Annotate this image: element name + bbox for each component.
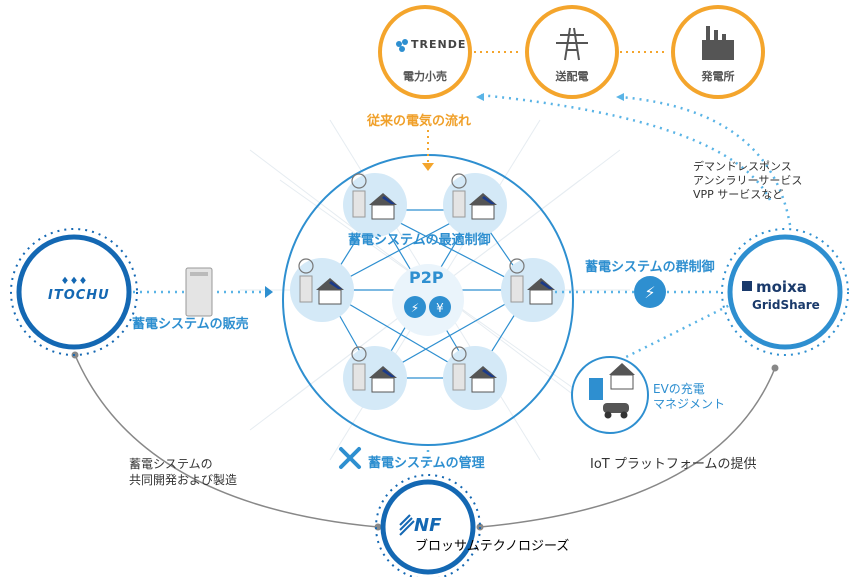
sales-label: 蓄電システムの販売 [132,317,249,332]
left-arrow-icon [616,93,624,101]
iot-label: IoT プラットフォームの提供 [590,457,757,472]
charger-icon [589,378,603,400]
demand-response-label: デマンドレスポンス [693,160,792,173]
itochu-logo-text: ITOCHU [48,288,110,303]
optimal-control-label: 蓄電システムの最適制御 [348,233,491,248]
group-control-label: 蓄電システムの群制御 [585,260,715,275]
ancillary-label: アンシラリーサービス [693,174,803,187]
blossom-label: ブロッサムテクノロジーズ [415,539,570,554]
itochu-circle [16,234,132,350]
house-battery-icon [509,258,555,305]
moixa-ring [721,228,849,356]
ev-label: EVの充電 [653,382,705,396]
down-arrow-icon [422,163,434,171]
codev-label-line2: 共同開発および製造 [129,473,238,487]
yen-glyph: ¥ [436,301,444,315]
itochu-ring [10,228,138,356]
power-plant-icon [702,26,734,60]
moixa-circle [727,234,843,350]
trende-logo-text: TRENDE [411,38,467,51]
house-battery-icon [298,258,344,305]
yen-coin-icon [429,296,451,318]
transmission-label: 送配電 [555,70,589,83]
nf-logo-icon [399,514,415,536]
battery-unit-icon [185,267,213,317]
vpp-label: VPP サービスなど [693,188,784,201]
management-label: 蓄電システムの管理 [368,456,485,471]
nf-logo-text: NF [414,515,442,536]
house-battery-icon [351,173,397,220]
nf-ring [375,474,481,577]
left-arrow-icon [476,93,484,101]
transmission-circle [525,5,619,99]
bolt-glyph: ⚡ [411,301,419,315]
codev-label-line1: 蓄電システムの [129,457,213,471]
trende-logo-icon [396,39,408,52]
moixa-logo-text: moixa [756,278,807,296]
p2p-label: P2P [409,268,444,287]
itochu-logo-mark: ♦♦♦ [61,276,88,287]
service-flows [133,93,792,470]
power-coin-icon [404,296,426,318]
plant-label: 発電所 [701,70,735,83]
transmission-tower-icon [556,27,588,61]
house-battery-icon [351,346,397,393]
house-icons [298,173,555,393]
car-icon [603,403,629,413]
retail-label: 電力小売 [403,70,447,83]
traditional-flow-label: 従来の電気の流れ [367,114,472,129]
ev-management-label: マネジメント [653,397,726,411]
nf-circle [380,479,476,575]
house-battery-icon [451,346,497,393]
retail-circle [378,5,472,99]
gridshare-logo-text: GridShare [752,298,820,312]
partner-arcs [74,354,776,528]
wrench-icon [339,447,361,469]
ev-circle [571,356,649,434]
p2p-center [392,264,464,336]
bolt-badge-icon [634,276,666,308]
moixa-logo-icon [742,281,752,291]
house-battery-icon [451,173,497,220]
svg-text:⚡: ⚡ [644,283,655,302]
right-arrow-icon [265,286,273,298]
